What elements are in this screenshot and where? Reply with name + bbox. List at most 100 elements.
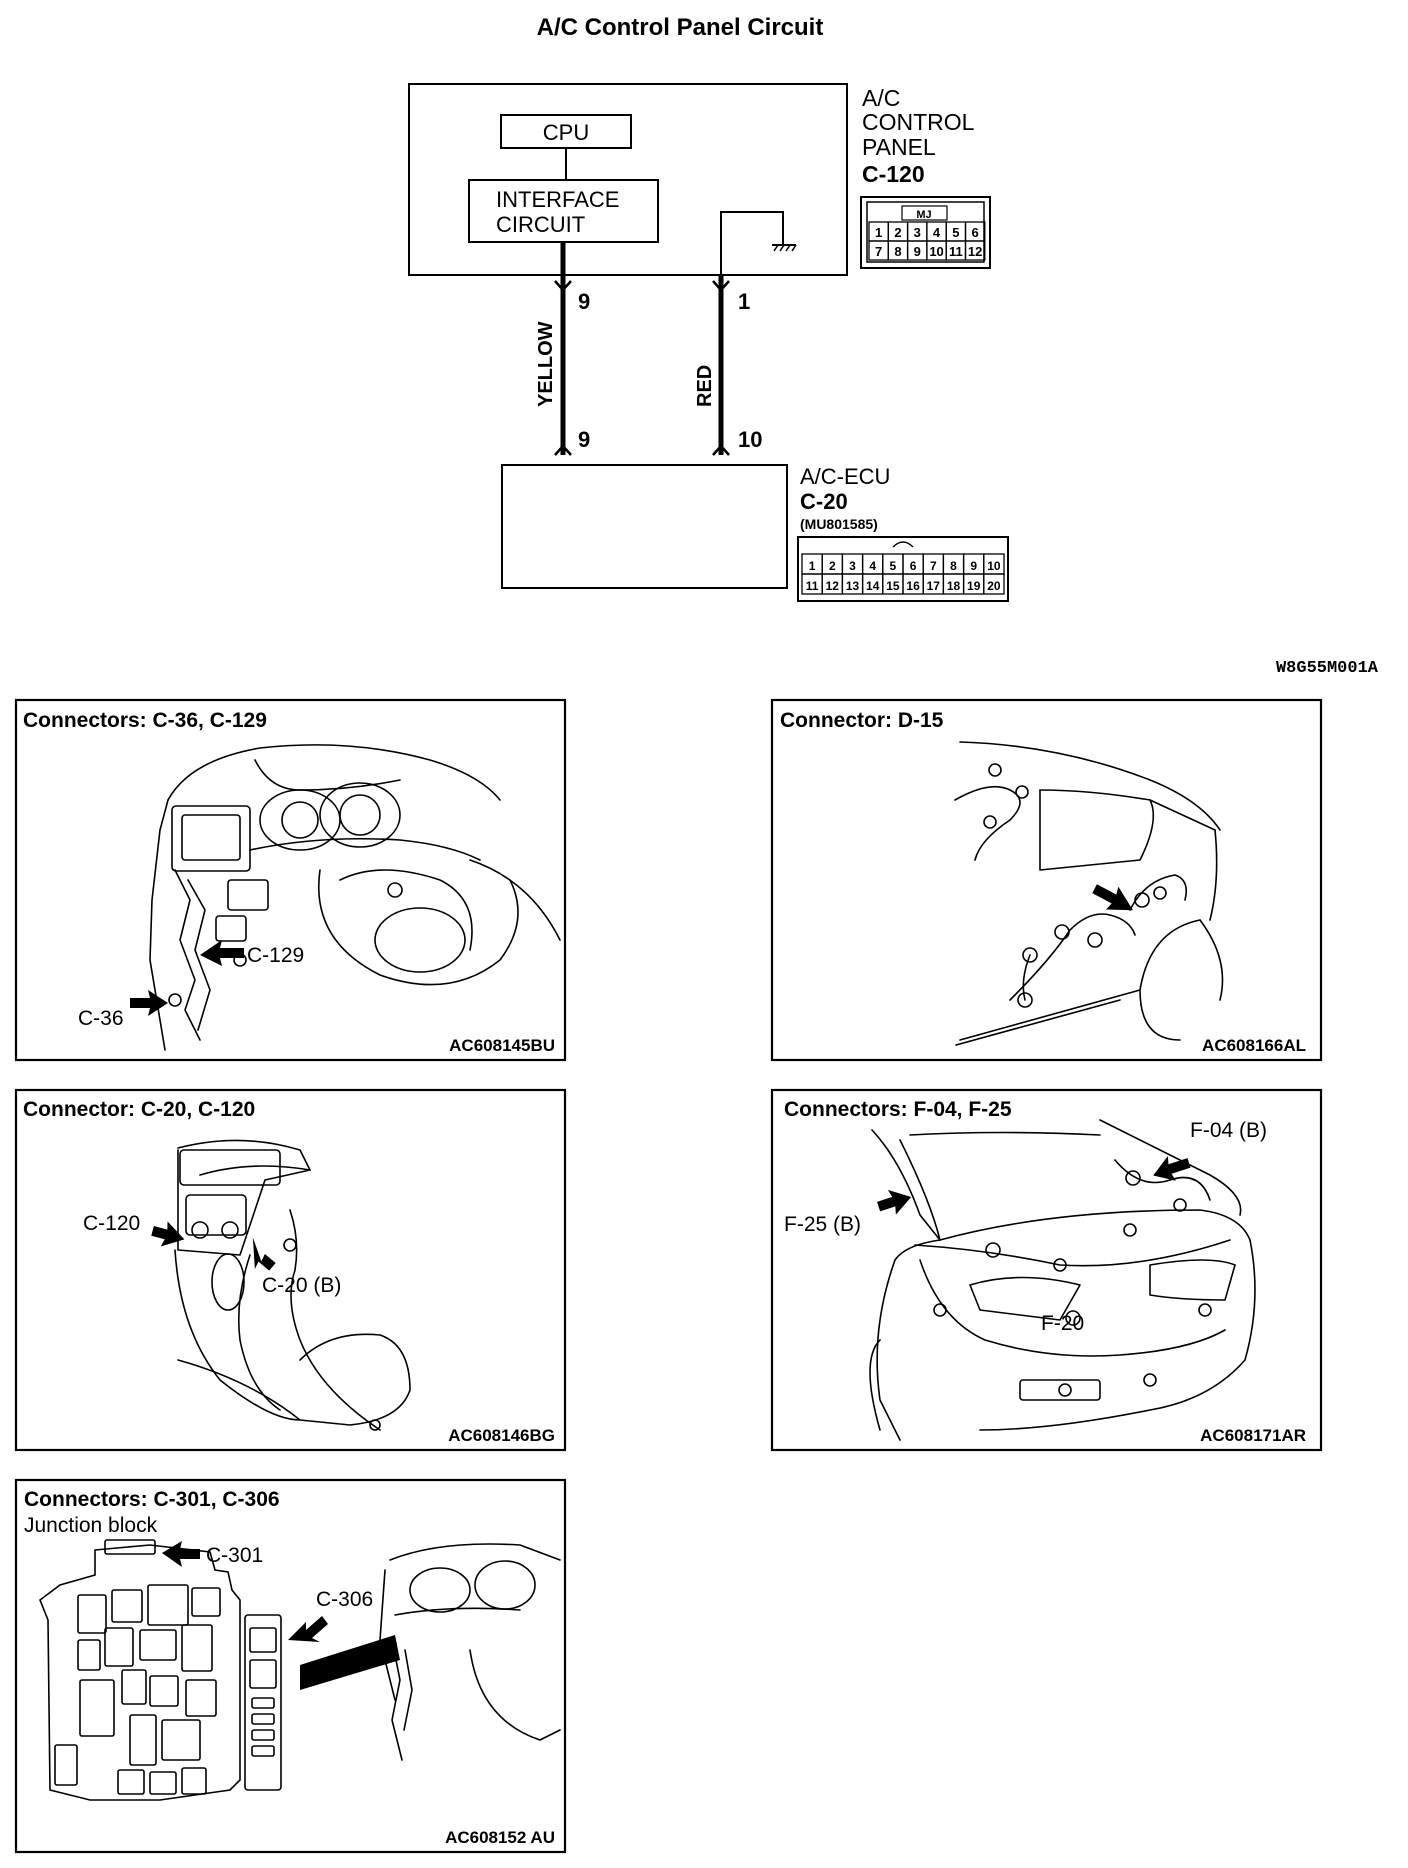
interface-label-1: INTERFACE [496,187,619,212]
wire-yellow: YELLOW 9 9 [535,242,590,456]
c20-pin-cell [983,573,1005,595]
c20-pin-label: 15 [886,579,900,593]
callout-c36-label: C-36 [78,1007,124,1030]
callout-f04-label: F-04 (B) [1190,1119,1267,1142]
c120-pin-label: 6 [972,225,979,240]
callout-d15-arrow [1092,884,1133,911]
callout-f04: F-04 (B) [1153,1119,1267,1181]
panel-name-line3: PANEL [862,134,936,160]
panel-3-code: AC608146BG [448,1426,555,1445]
panel-3-title: Connector: C-20, C-120 [23,1098,255,1121]
callout-c129-label: C-129 [247,944,304,967]
c120-pin-label: 5 [952,225,959,240]
c120-pin-label: 1 [875,225,882,240]
panel-4-title: Connectors: F-04, F-25 [784,1098,1012,1121]
ecu-name: A/C-ECU [800,464,890,489]
wire-yellow-color: YELLOW [535,321,557,407]
car-rear-illustration [869,1119,1256,1441]
panel-name-line2: CONTROL [862,109,975,135]
c120-pin-label: 7 [875,244,882,259]
c20-pin-label: 10 [987,559,1001,573]
car-side-illustration [954,741,1224,1046]
panel-name-line1: A/C [862,85,900,111]
c120-pin-label: 2 [894,225,901,240]
panel-d15: Connector: D-15 AC608166AL [770,698,1323,1062]
callout-c129: C-129 [200,940,304,967]
panel-connector-label: C-120 [862,161,925,187]
c120-pin-label: 10 [929,244,943,259]
panel-5-code: AC608152 AU [445,1828,555,1847]
callout-c301: C-301 [162,1541,263,1567]
panel-1-code: AC608145BU [449,1036,555,1055]
c20-pin-label: 11 [806,579,819,593]
callout-c36: C-36 [78,990,168,1030]
control-panel-box [408,83,848,276]
callout-c120: C-120 [83,1212,185,1247]
cpu-label: CPU [543,120,589,145]
ground-symbol [720,211,797,275]
wire-red-bottom-pin: 10 [738,427,762,452]
wire-yellow-bottom-pin: 9 [578,427,590,452]
c20-pin-label: 18 [947,579,961,593]
c20-pin-label: 3 [849,559,856,573]
c20-pin-label: 12 [826,579,840,593]
panel-4-code: AC608171AR [1200,1426,1306,1445]
c20-pin-label: 7 [930,559,937,573]
center-console-illustration [174,1139,411,1431]
ecu-box [501,464,788,589]
panel-c20-c120: Connector: C-20, C-120 AC608146BG C-120 … [14,1088,567,1452]
wire-red: RED 1 10 [694,275,762,456]
callout-c20-label: C-20 (B) [262,1274,341,1297]
c20-pin-label: 20 [987,579,1001,593]
junction-block-illustration [39,1539,561,1801]
wire-yellow-top-pin: 9 [578,289,590,314]
c20-pin-label: 4 [869,559,876,573]
dashboard-illustration [149,744,561,1051]
panel-2-title: Connector: D-15 [780,709,944,732]
circuit-schematic: CPU INTERFACE CIRCUIT YELLOW 9 9 [408,83,1379,678]
c120-pin-label: 11 [949,244,963,259]
page-title: A/C Control Panel Circuit [537,14,824,41]
panel-5-title: Connectors: C-301, C-306 [24,1488,280,1511]
callout-c306-label: C-306 [316,1588,373,1611]
c20-pin-label: 8 [950,559,957,573]
figure-code: W8G55M001A [1276,659,1379,678]
c120-pin-label: 9 [914,244,921,259]
c20-pin-label: 6 [910,559,917,573]
callout-f20-label: F-20 [1041,1312,1084,1335]
callout-f25: F-25 (B) [784,1189,912,1236]
interface-label-2: CIRCUIT [496,212,585,237]
panel-2-code: AC608166AL [1202,1036,1306,1055]
ecu-part-number: (MU801585) [800,516,878,532]
callout-c120-label: C-120 [83,1212,140,1235]
c20-pin-label: 2 [829,559,836,573]
c20-pin-label: 17 [927,579,941,593]
c20-pin-label: 16 [906,579,920,593]
panel-connector-code: MJ [916,209,931,221]
callout-c20: C-20 (B) [252,1237,341,1297]
c120-pin-label: 8 [894,244,901,259]
c20-pin-label: 1 [809,559,816,573]
callout-f25-label: F-25 (B) [784,1213,861,1236]
panel-f04-f25: Connectors: F-04, F-25 AC608171AR [770,1088,1323,1452]
wire-red-top-pin: 1 [738,289,750,314]
panel-1-title: Connectors: C-36, C-129 [23,709,267,732]
c120-pin-cell [964,240,986,261]
ecu-connector-label: C-20 [800,489,848,514]
panel-c36-c129: Connectors: C-36, C-129 AC608145BU [14,698,567,1062]
wire-red-color: RED [694,365,716,407]
c20-pin-label: 5 [890,559,897,573]
c20-pin-label: 13 [846,579,860,593]
panel-c301-c306: Connectors: C-301, C-306 Junction block … [14,1478,567,1854]
callout-c301-label: C-301 [206,1544,263,1567]
c20-pin-label: 14 [866,579,880,593]
c120-pin-label: 3 [914,225,921,240]
c20-pin-label: 9 [970,559,977,573]
panel-5-subtitle: Junction block [24,1514,158,1537]
c20-pin-label: 19 [967,579,981,593]
c120-pin-label: 12 [968,244,982,259]
c120-pin-label: 4 [933,225,941,240]
